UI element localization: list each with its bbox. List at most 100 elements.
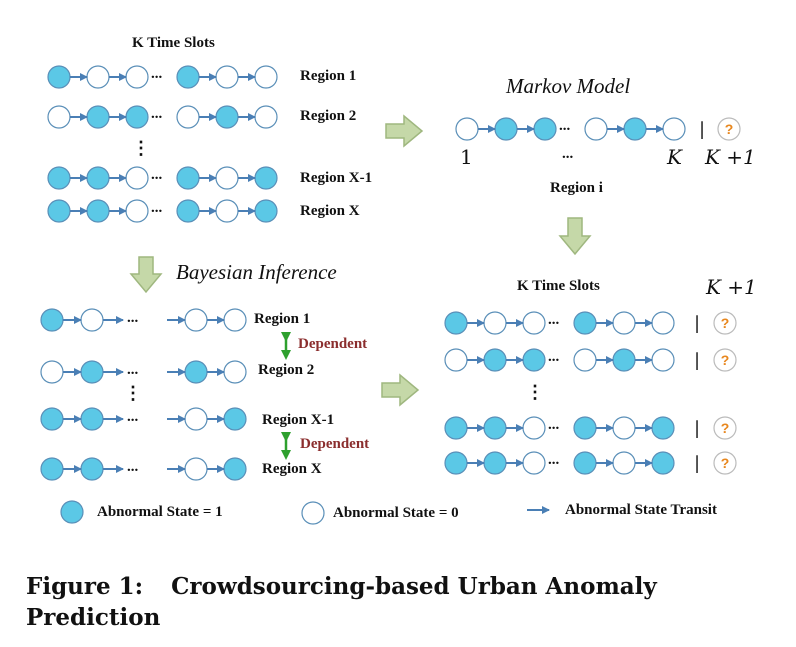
top-left-row-1-node-3-abnormal-0 [125, 65, 149, 89]
top-left-row-4-node-5-abnormal-0 [215, 199, 239, 223]
bottom-right-row-3-ellipsis: ... [548, 417, 560, 433]
markov-row-node-2-abnormal-1 [494, 117, 518, 141]
bottom-right-row-3-node-6-abnormal-1 [651, 416, 675, 440]
bayesian-region-x-1-label: Region X-1 [262, 412, 335, 428]
top-left-row-1-node-5-abnormal-0 [215, 65, 239, 89]
markov-row-node-5-abnormal-1 [623, 117, 647, 141]
bayesian-row-4-node-1-abnormal-1 [40, 457, 64, 481]
bottom-right-row-4-node-1-abnormal-1 [444, 451, 468, 475]
bottom-right-row-2-node-4-abnormal-0 [573, 348, 597, 372]
bottom-right-vdots: ⋮ [526, 382, 544, 402]
bottom-right-row-3-question-ring [713, 416, 737, 440]
bayesian-vdots: ⋮ [124, 383, 142, 403]
legend-abnormal-0-label: Abnormal State = 0 [333, 505, 459, 521]
down-block-arrow-right [558, 217, 592, 256]
bottom-right-row-1-separator: | [694, 313, 700, 334]
top-left-row-1-node-2-abnormal-0 [86, 65, 110, 89]
bottom-right-row-1-node-4-abnormal-1 [573, 311, 597, 335]
top-left-row-4-node-2-abnormal-1 [86, 199, 110, 223]
bayesian-row-3-node-1-abnormal-1 [40, 407, 64, 431]
markov-row-node-3-abnormal-1 [533, 117, 557, 141]
right-block-arrow-top [385, 114, 424, 148]
bayesian-row-3-node-3-abnormal-0 [184, 407, 208, 431]
bayesian-row-2-ellipsis: ... [127, 362, 139, 378]
markov-row-ellipsis: ... [559, 118, 571, 134]
top-left-region-1-label: Region 1 [300, 68, 357, 84]
bottom-right-row-1-node-1-abnormal-1 [444, 311, 468, 335]
bayesian-row-1-node-2-abnormal-0 [80, 308, 104, 332]
bottom-right-row-2-ellipsis: ... [548, 349, 560, 365]
bayesian-row-1-node-4-abnormal-0 [223, 308, 247, 332]
bayesian-row-1-node-3-abnormal-0 [184, 308, 208, 332]
bottom-right-row-1-node-6-abnormal-0 [651, 311, 675, 335]
bottom-right-row-4-separator: | [694, 453, 700, 474]
top-left-row-2-node-2-abnormal-1 [86, 105, 110, 129]
bayesian-title: Bayesian Inference [176, 260, 337, 284]
bayesian-row-1-ellipsis: ... [127, 310, 139, 326]
bottom-right-row-1-question: ? [721, 315, 730, 331]
top-left-row-1-ellipsis: ... [151, 66, 163, 82]
bottom-right-k1: K +1 [706, 275, 757, 299]
bottom-right-row-3-node-2-abnormal-1 [483, 416, 507, 440]
markov-row-node-1-abnormal-0 [455, 117, 479, 141]
top-left-vdots: ⋮ [132, 138, 150, 158]
top-left-row-3-node-6-abnormal-1 [254, 166, 278, 190]
top-left-row-1-node-6-abnormal-0 [254, 65, 278, 89]
bottom-right-row-4-node-2-abnormal-1 [483, 451, 507, 475]
top-left-region-x-label: Region X [300, 203, 360, 219]
markov-row-node-4-abnormal-0 [584, 117, 608, 141]
bottom-right-row-4-node-6-abnormal-1 [651, 451, 675, 475]
top-left-row-4-node-1-abnormal-1 [47, 199, 71, 223]
bayesian-row-4-node-4-abnormal-1 [223, 457, 247, 481]
top-left-region-x-1-label: Region X-1 [300, 170, 373, 186]
bottom-right-row-2-node-3-abnormal-1 [522, 348, 546, 372]
figure-number: Figure 1: [26, 573, 144, 600]
bottom-right-row-4-question: ? [721, 455, 730, 471]
markov-separator: | [699, 119, 705, 140]
bottom-right-row-3-separator: | [694, 418, 700, 439]
right-block-arrow-bottom [381, 373, 420, 407]
dependent-label-2: Dependent [300, 436, 370, 452]
markov-index-dots: ... [562, 146, 574, 162]
bottom-right-row-3-question: ? [721, 420, 730, 436]
bottom-right-row-2-node-1-abnormal-0 [444, 348, 468, 372]
legend-transit-label: Abnormal State Transit [565, 502, 717, 518]
bayesian-row-4-node-3-abnormal-0 [184, 457, 208, 481]
top-left-row-2-ellipsis: ... [151, 106, 163, 122]
bottom-right-row-1-node-5-abnormal-0 [612, 311, 636, 335]
bayesian-row-1-node-1-abnormal-1 [40, 308, 64, 332]
bottom-right-row-2-separator: | [694, 350, 700, 371]
bottom-right-row-4-node-4-abnormal-1 [573, 451, 597, 475]
markov-index-k1: K +1 [705, 145, 756, 169]
figure-caption-text: Crowdsourcing-based Urban Anomaly Predic… [26, 573, 657, 631]
bottom-right-row-4-node-3-abnormal-0 [522, 451, 546, 475]
bottom-right-row-4-question-ring [713, 451, 737, 475]
bayesian-row-4-ellipsis: ... [127, 459, 139, 475]
top-left-region-2-label: Region 2 [300, 108, 357, 124]
bayesian-row-2-node-4-abnormal-0 [223, 360, 247, 384]
bottom-right-row-1-ellipsis: ... [548, 312, 560, 328]
dependent-label-1: Dependent [298, 336, 368, 352]
legend-abnormal-1-label: Abnormal State = 1 [97, 504, 223, 520]
top-left-row-3-ellipsis: ... [151, 167, 163, 183]
top-left-row-2-node-6-abnormal-0 [254, 105, 278, 129]
bottom-right-row-1-question-ring [713, 311, 737, 335]
bottom-right-row-3-node-5-abnormal-0 [612, 416, 636, 440]
bayesian-region-2-label: Region 2 [258, 362, 315, 378]
bayesian-row-2-node-1-abnormal-0 [40, 360, 64, 384]
markov-question: ? [725, 121, 734, 137]
bottom-right-row-1-node-3-abnormal-0 [522, 311, 546, 335]
bottom-right-row-4-node-5-abnormal-0 [612, 451, 636, 475]
bottom-right-row-2-question: ? [721, 352, 730, 368]
bayesian-row-3-ellipsis: ... [127, 409, 139, 425]
top-left-row-2-node-3-abnormal-1 [125, 105, 149, 129]
markov-title: Markov Model [506, 74, 631, 98]
top-left-row-1-node-1-abnormal-1 [47, 65, 71, 89]
bottom-right-title: K Time Slots [517, 278, 600, 294]
bottom-right-row-2-node-6-abnormal-0 [651, 348, 675, 372]
bayesian-row-4-node-2-abnormal-1 [80, 457, 104, 481]
top-left-row-4-node-6-abnormal-1 [254, 199, 278, 223]
bayesian-region-x-label: Region X [262, 461, 322, 477]
bottom-right-row-3-node-3-abnormal-0 [522, 416, 546, 440]
top-left-row-3-node-1-abnormal-1 [47, 166, 71, 190]
